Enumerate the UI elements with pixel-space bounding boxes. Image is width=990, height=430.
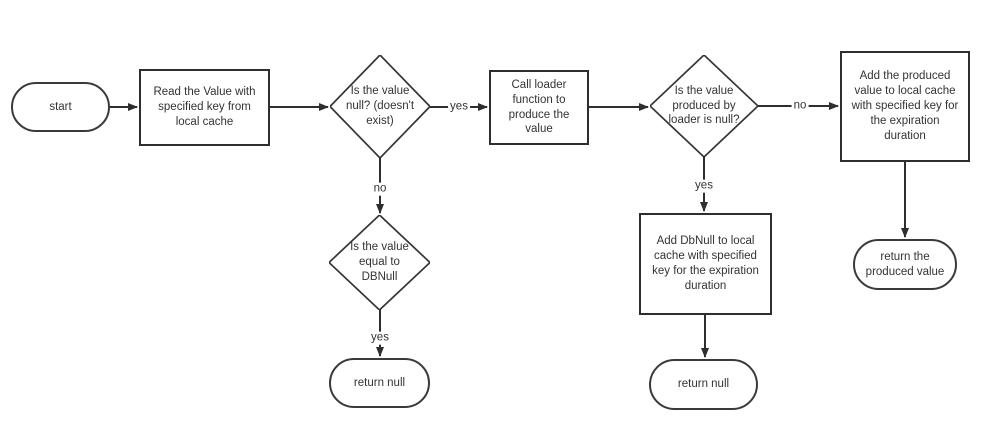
edge-label-produced-null-yes: yes xyxy=(693,179,715,193)
call-loader-node-label: Call loader function to produce the valu… xyxy=(508,78,570,136)
is-produced-null-label: Is the value produced by loader is null? xyxy=(668,84,740,127)
is-equal-dbnull-decision: Is the value equal to DBNull xyxy=(329,215,430,310)
add-dbnull-node-label: Add DbNull to local cache with specified… xyxy=(652,235,759,292)
add-produced-value-label: Add the produced value to local cache wi… xyxy=(851,70,959,142)
is-value-null-label: Is the value null? (doesn't exist) xyxy=(345,85,415,127)
start-node: start xyxy=(11,82,110,132)
call-loader-node: Call loader function to produce the valu… xyxy=(489,70,589,145)
diamond-shape xyxy=(330,55,430,158)
return-produced-value-label: return the produced value xyxy=(865,250,945,278)
is-value-null-decision: Is the value null? (doesn't exist) xyxy=(330,55,430,158)
read-value-node: Read the Value with specified key from l… xyxy=(139,69,270,146)
is-produced-null-decision: Is the value produced by loader is null? xyxy=(650,55,758,157)
is-equal-dbnull-label: Is the value equal to DBNull xyxy=(350,241,409,283)
edge-label-produced-null-no: no xyxy=(791,99,809,113)
return-null-center-node: return null xyxy=(649,359,758,410)
add-dbnull-node: Add DbNull to local cache with specified… xyxy=(639,213,772,315)
diamond-shape xyxy=(650,55,758,157)
start-node-label: start xyxy=(49,100,72,113)
add-produced-value-node: Add the produced value to local cache wi… xyxy=(840,51,970,162)
edge-label-value-null-yes: yes xyxy=(448,100,470,114)
edge-label-value-null-no: no xyxy=(371,182,389,196)
return-produced-value-node: return the produced value xyxy=(853,239,957,290)
return-null-left-label: return null xyxy=(353,376,406,389)
edge-label-equal-dbnull-yes: yes xyxy=(369,331,391,345)
return-null-left-node: return null xyxy=(329,358,430,408)
diamond-shape xyxy=(329,215,430,310)
return-null-center-label: return null xyxy=(677,378,730,391)
read-value-node-label: Read the Value with specified key from l… xyxy=(153,86,256,128)
